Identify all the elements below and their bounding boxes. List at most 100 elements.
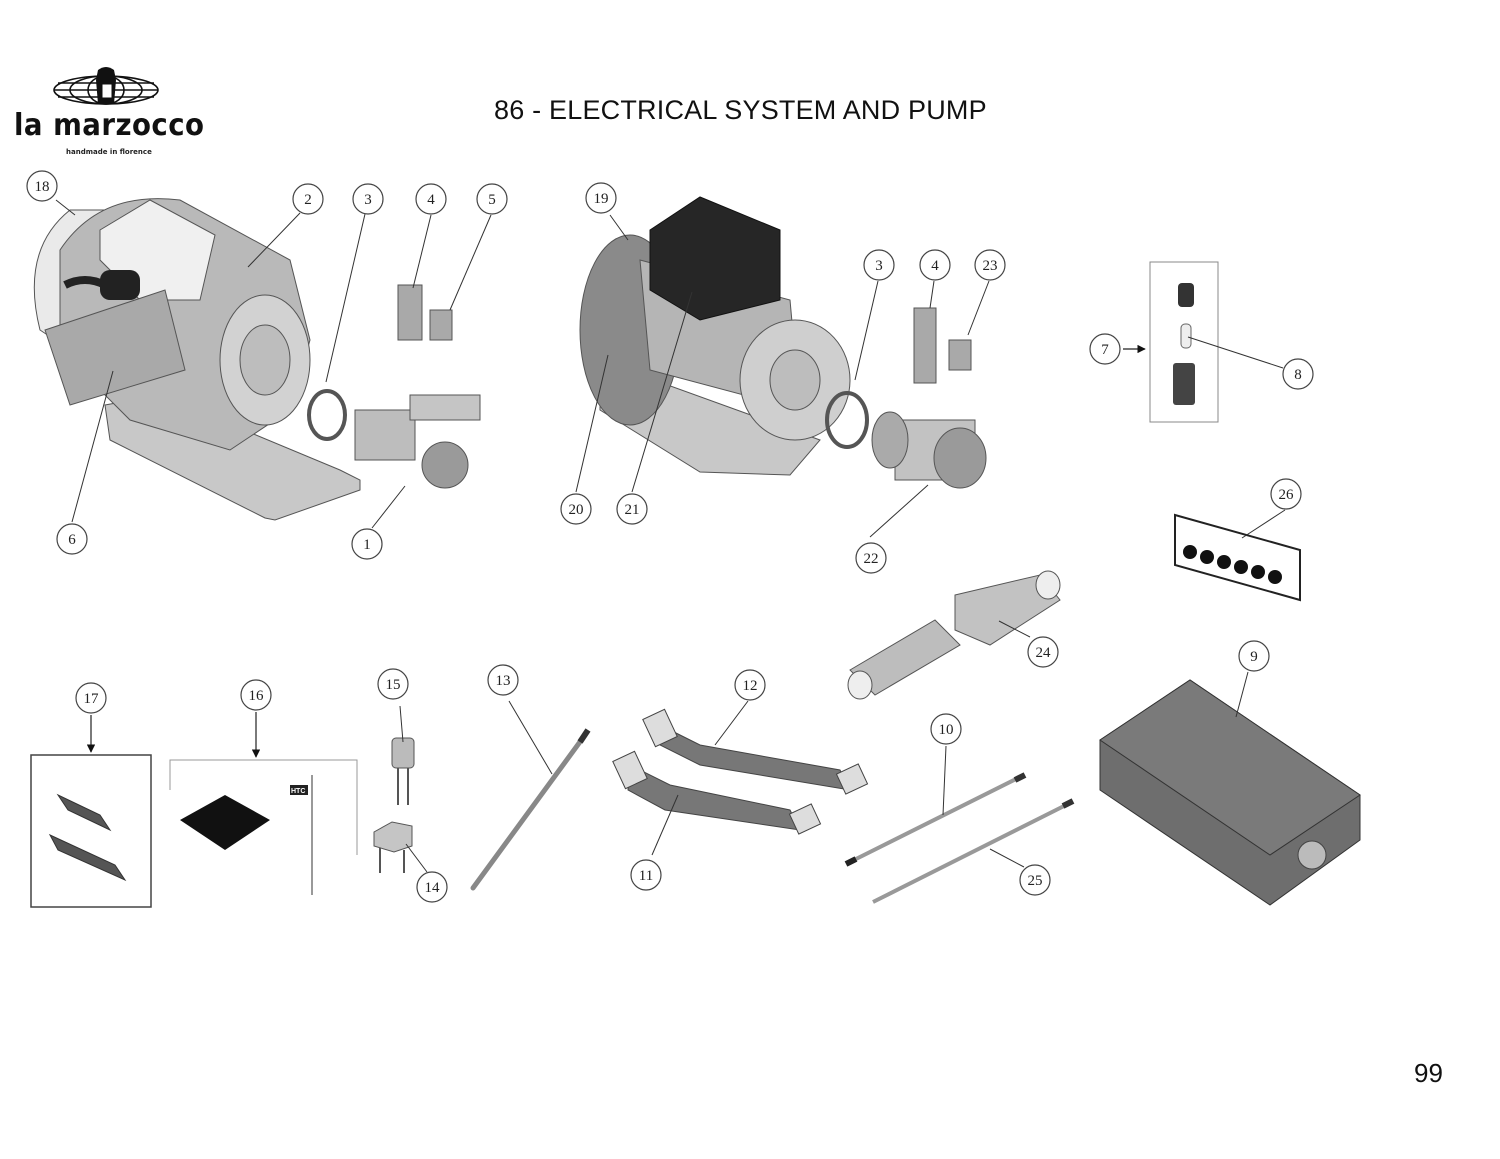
callout-number: 20 [569,502,584,518]
callout-number: 4 [931,258,939,274]
callout-17: 17 [75,682,107,714]
page-number: 99 [1414,1058,1443,1088]
callout-circle [734,669,766,701]
callout-number: 24 [1036,645,1052,661]
brand-name: la marzocco [14,108,205,143]
callout-11: 11 [630,859,662,891]
callout-13: 13 [487,664,519,696]
callout-circle [292,183,324,215]
wire-10 [844,772,1027,867]
temperature-probe [470,728,591,891]
capacitor [391,737,415,805]
callout-number: 13 [496,673,511,689]
callout-circle [855,542,887,574]
callout-circle [416,871,448,903]
flat-cable-12 [642,708,869,795]
callout-number: 26 [1279,487,1295,503]
callout-circle [351,528,383,560]
callout-number: 4 [427,192,435,208]
fuse-holder-kit [1149,261,1219,423]
callout-number: 23 [983,258,998,274]
callout-6: 6 [56,523,88,555]
callout-number: 6 [68,532,76,548]
callout-circle [616,493,648,525]
callout-number: 11 [639,868,653,884]
callout-number: 7 [1101,342,1109,358]
callout-circle [1019,864,1051,896]
callout-circle [585,182,617,214]
callout-number: 1 [363,537,371,553]
callout-circle [560,493,592,525]
leader-lines [55,199,1286,873]
callout-7: 7 [1089,333,1121,365]
callout-number: 16 [249,688,265,704]
pump-motor-assembly-2 [579,196,987,489]
callout-1: 1 [351,528,383,560]
callout-21: 21 [616,493,648,525]
callout-9: 9 [1238,640,1270,672]
solid-state-relay-kit: HTC [169,759,358,895]
callout-circle [240,679,272,711]
callout-4b: 4 [919,249,951,281]
callout-circle [476,183,508,215]
pump-motor-assembly-1 [33,198,481,521]
callout-26: 26 [1270,478,1302,510]
keypad-panel [1174,513,1301,602]
callout-19: 19 [585,182,617,214]
callout-number: 21 [625,502,640,518]
callout-number: 3 [364,192,372,208]
page-title: 86 - ELECTRICAL SYSTEM AND PUMP [494,95,987,125]
callout-circle [974,249,1006,281]
callout-14: 14 [416,871,448,903]
la-marzocco-globe-logo-icon [53,67,159,105]
callout-circle [630,859,662,891]
callout-number: 8 [1294,367,1302,383]
callout-22: 22 [855,542,887,574]
callout-16: 16 [240,679,272,711]
callout-circle [56,523,88,555]
callout-10: 10 [930,713,962,745]
callout-number: 2 [304,192,312,208]
callout-circle [26,170,58,202]
filter-component [373,821,413,873]
callout-circle [1270,478,1302,510]
flat-cable-11 [612,750,822,835]
control-box [1099,679,1361,906]
callout-3b: 3 [863,249,895,281]
callout-8: 8 [1282,358,1314,390]
terminal-block-kit [30,754,152,908]
callout-circle [930,713,962,745]
arrow-indicators [86,344,1146,758]
callout-circle [863,249,895,281]
callout-3a: 3 [352,183,384,215]
callout-circle [487,664,519,696]
callout-12: 12 [734,669,766,701]
callout-number: 10 [939,722,954,738]
callout-20: 20 [560,493,592,525]
callout-circle [1282,358,1314,390]
callout-23: 23 [974,249,1006,281]
brand-tagline: handmade in florence [66,148,152,156]
power-connector [847,570,1061,700]
relay-label: HTC [291,788,305,795]
callout-circle [352,183,384,215]
callout-number: 17 [84,691,100,707]
callout-circle [377,668,409,700]
callout-number: 9 [1250,649,1258,665]
callout-circle [415,183,447,215]
callout-24: 24 [1027,636,1059,668]
callout-15: 15 [377,668,409,700]
callout-circle [1089,333,1121,365]
callout-number: 3 [875,258,883,274]
callout-5: 5 [476,183,508,215]
callout-circle [919,249,951,281]
callout-circle [1238,640,1270,672]
callout-number: 14 [425,880,441,896]
callout-number: 25 [1028,873,1043,889]
wire-25 [872,798,1075,904]
callout-number: 12 [743,678,758,694]
callout-number: 19 [594,191,609,207]
callout-18: 18 [26,170,58,202]
